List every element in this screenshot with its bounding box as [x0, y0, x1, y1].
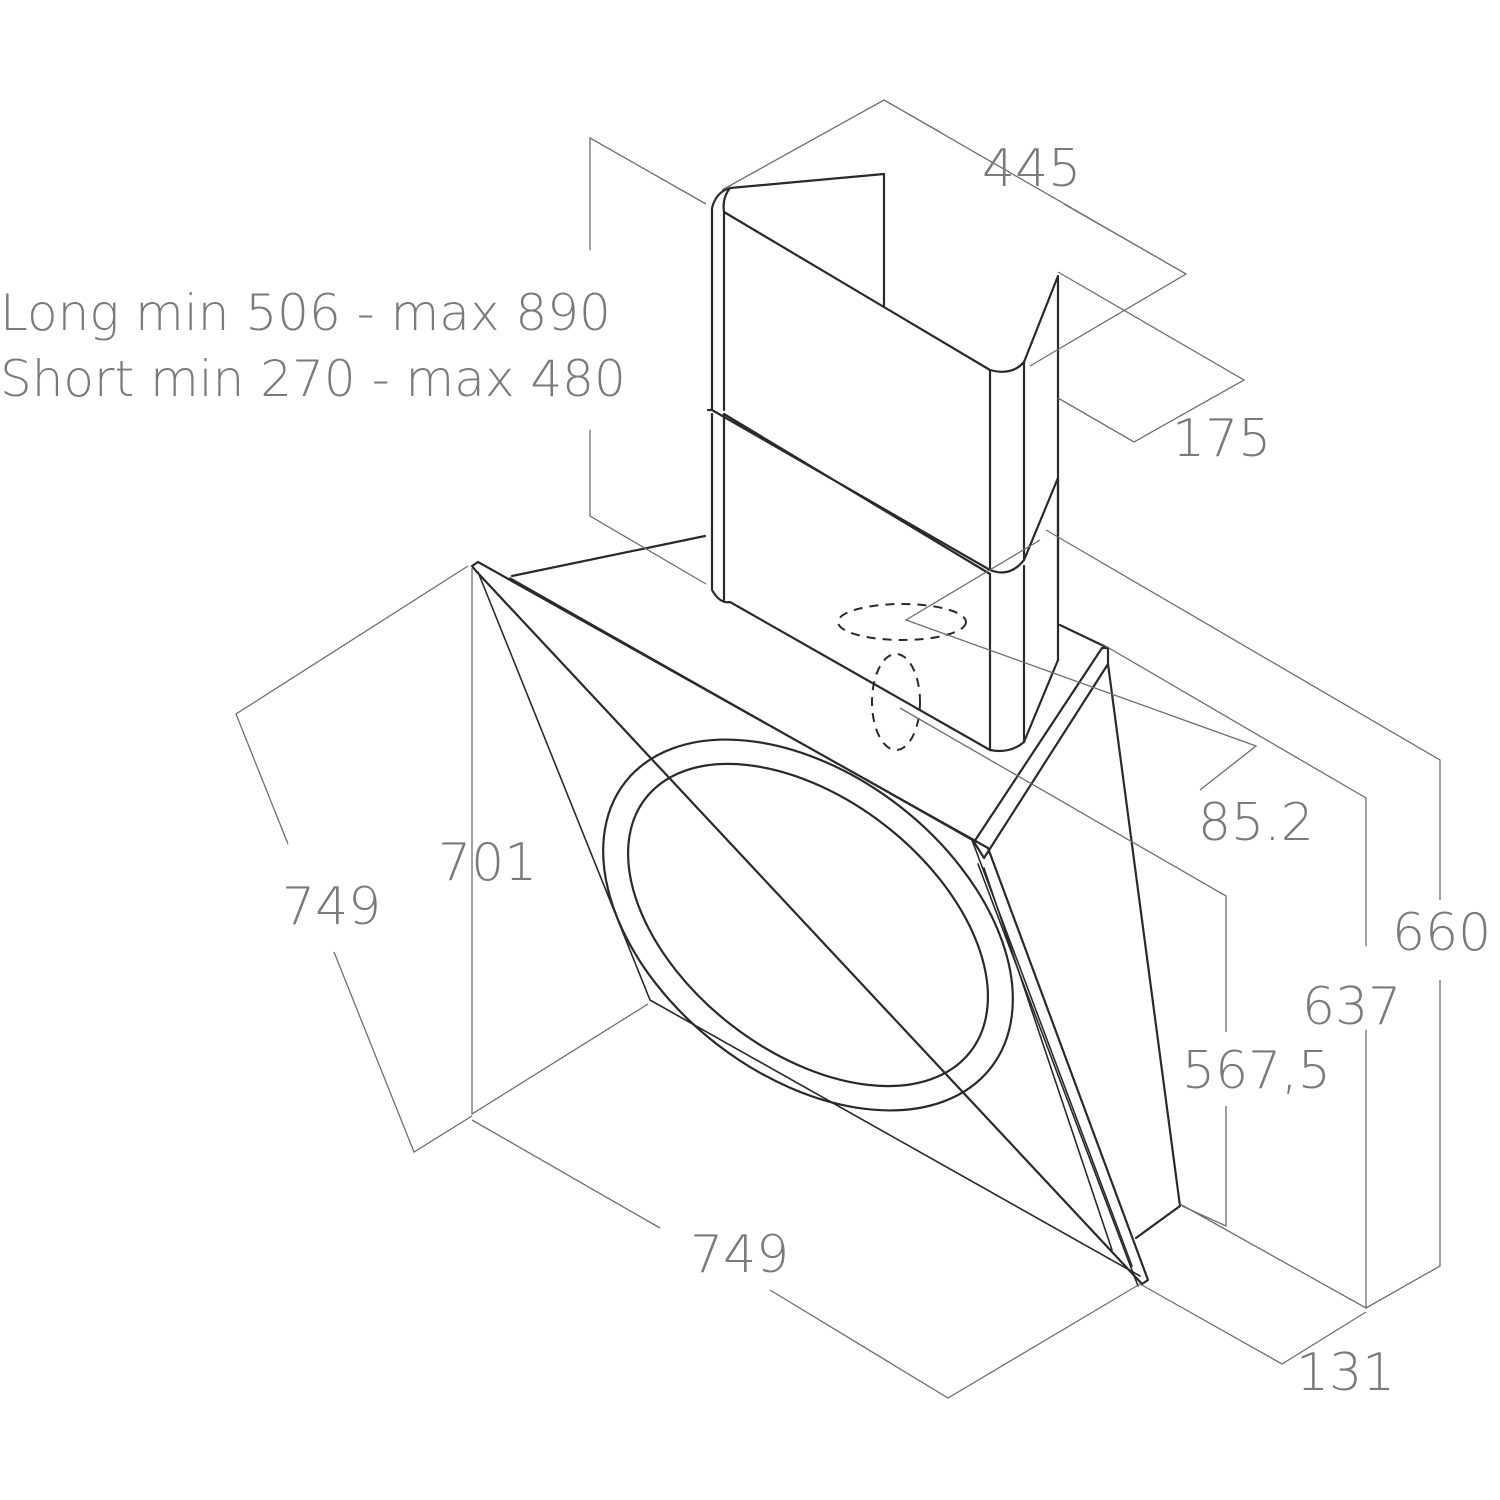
dim-637 [1101, 643, 1367, 1310]
chimney-upper [710, 172, 1060, 602]
dim-445 [721, 99, 1188, 367]
dim-660 [1045, 529, 1441, 1309]
dim-chimney-height [589, 136, 707, 585]
dim-175 [1057, 271, 1246, 443]
label-glass-width: 749 [690, 1225, 789, 1285]
glass-panel-outer [470, 560, 1150, 1286]
label-body-height: 567,5 [1182, 1041, 1331, 1101]
note-long: Long min 506 - max 890 [0, 284, 611, 342]
chimney-upper-front [988, 360, 1026, 572]
label-chimney-depth: 175 [1172, 409, 1271, 469]
note-short: Short min 270 - max 480 [0, 350, 626, 408]
vent-ring-outer [602, 738, 1014, 1112]
label-glass-height: 701 [438, 833, 537, 893]
dim-701 [471, 568, 649, 1116]
dimension-lines [235, 99, 1441, 1399]
glass-panel-edge-2 [977, 863, 1139, 1287]
dim-567-5 [899, 707, 1227, 1228]
label-total-depth: 660 [1392, 903, 1491, 963]
label-bottom-depth: 131 [1296, 1343, 1395, 1403]
label-glass-side: 749 [282, 877, 381, 937]
body-side-back [1106, 662, 1182, 1240]
vent-ring-inner [626, 762, 990, 1088]
label-body-depth: 637 [1302, 977, 1401, 1037]
glass-panel-edge [509, 577, 1133, 1267]
dim-749-side [235, 565, 473, 1153]
label-outlet-offset: 85.2 [1198, 793, 1314, 853]
chimney-lower [706, 408, 1060, 753]
outlet-top-dashed [837, 603, 967, 641]
dim-131 [1139, 1283, 1367, 1365]
dimension-labels: Long min 506 - max 890 Short min 270 - m… [0, 139, 1491, 1403]
hood-outline [470, 172, 1182, 1287]
dim-85-2 [904, 539, 1258, 791]
outlet-back-dashed [871, 653, 921, 751]
dim-749-bottom [471, 1119, 1141, 1399]
body-side-front [983, 867, 1113, 1251]
label-chimney-width: 445 [982, 139, 1081, 199]
body-top-edge [510, 534, 707, 578]
body-top-right [1058, 623, 1110, 650]
glass-panel-inner [477, 571, 1141, 1277]
body-side-wedge [972, 646, 1110, 860]
chimney-lower-sides [988, 478, 1060, 752]
